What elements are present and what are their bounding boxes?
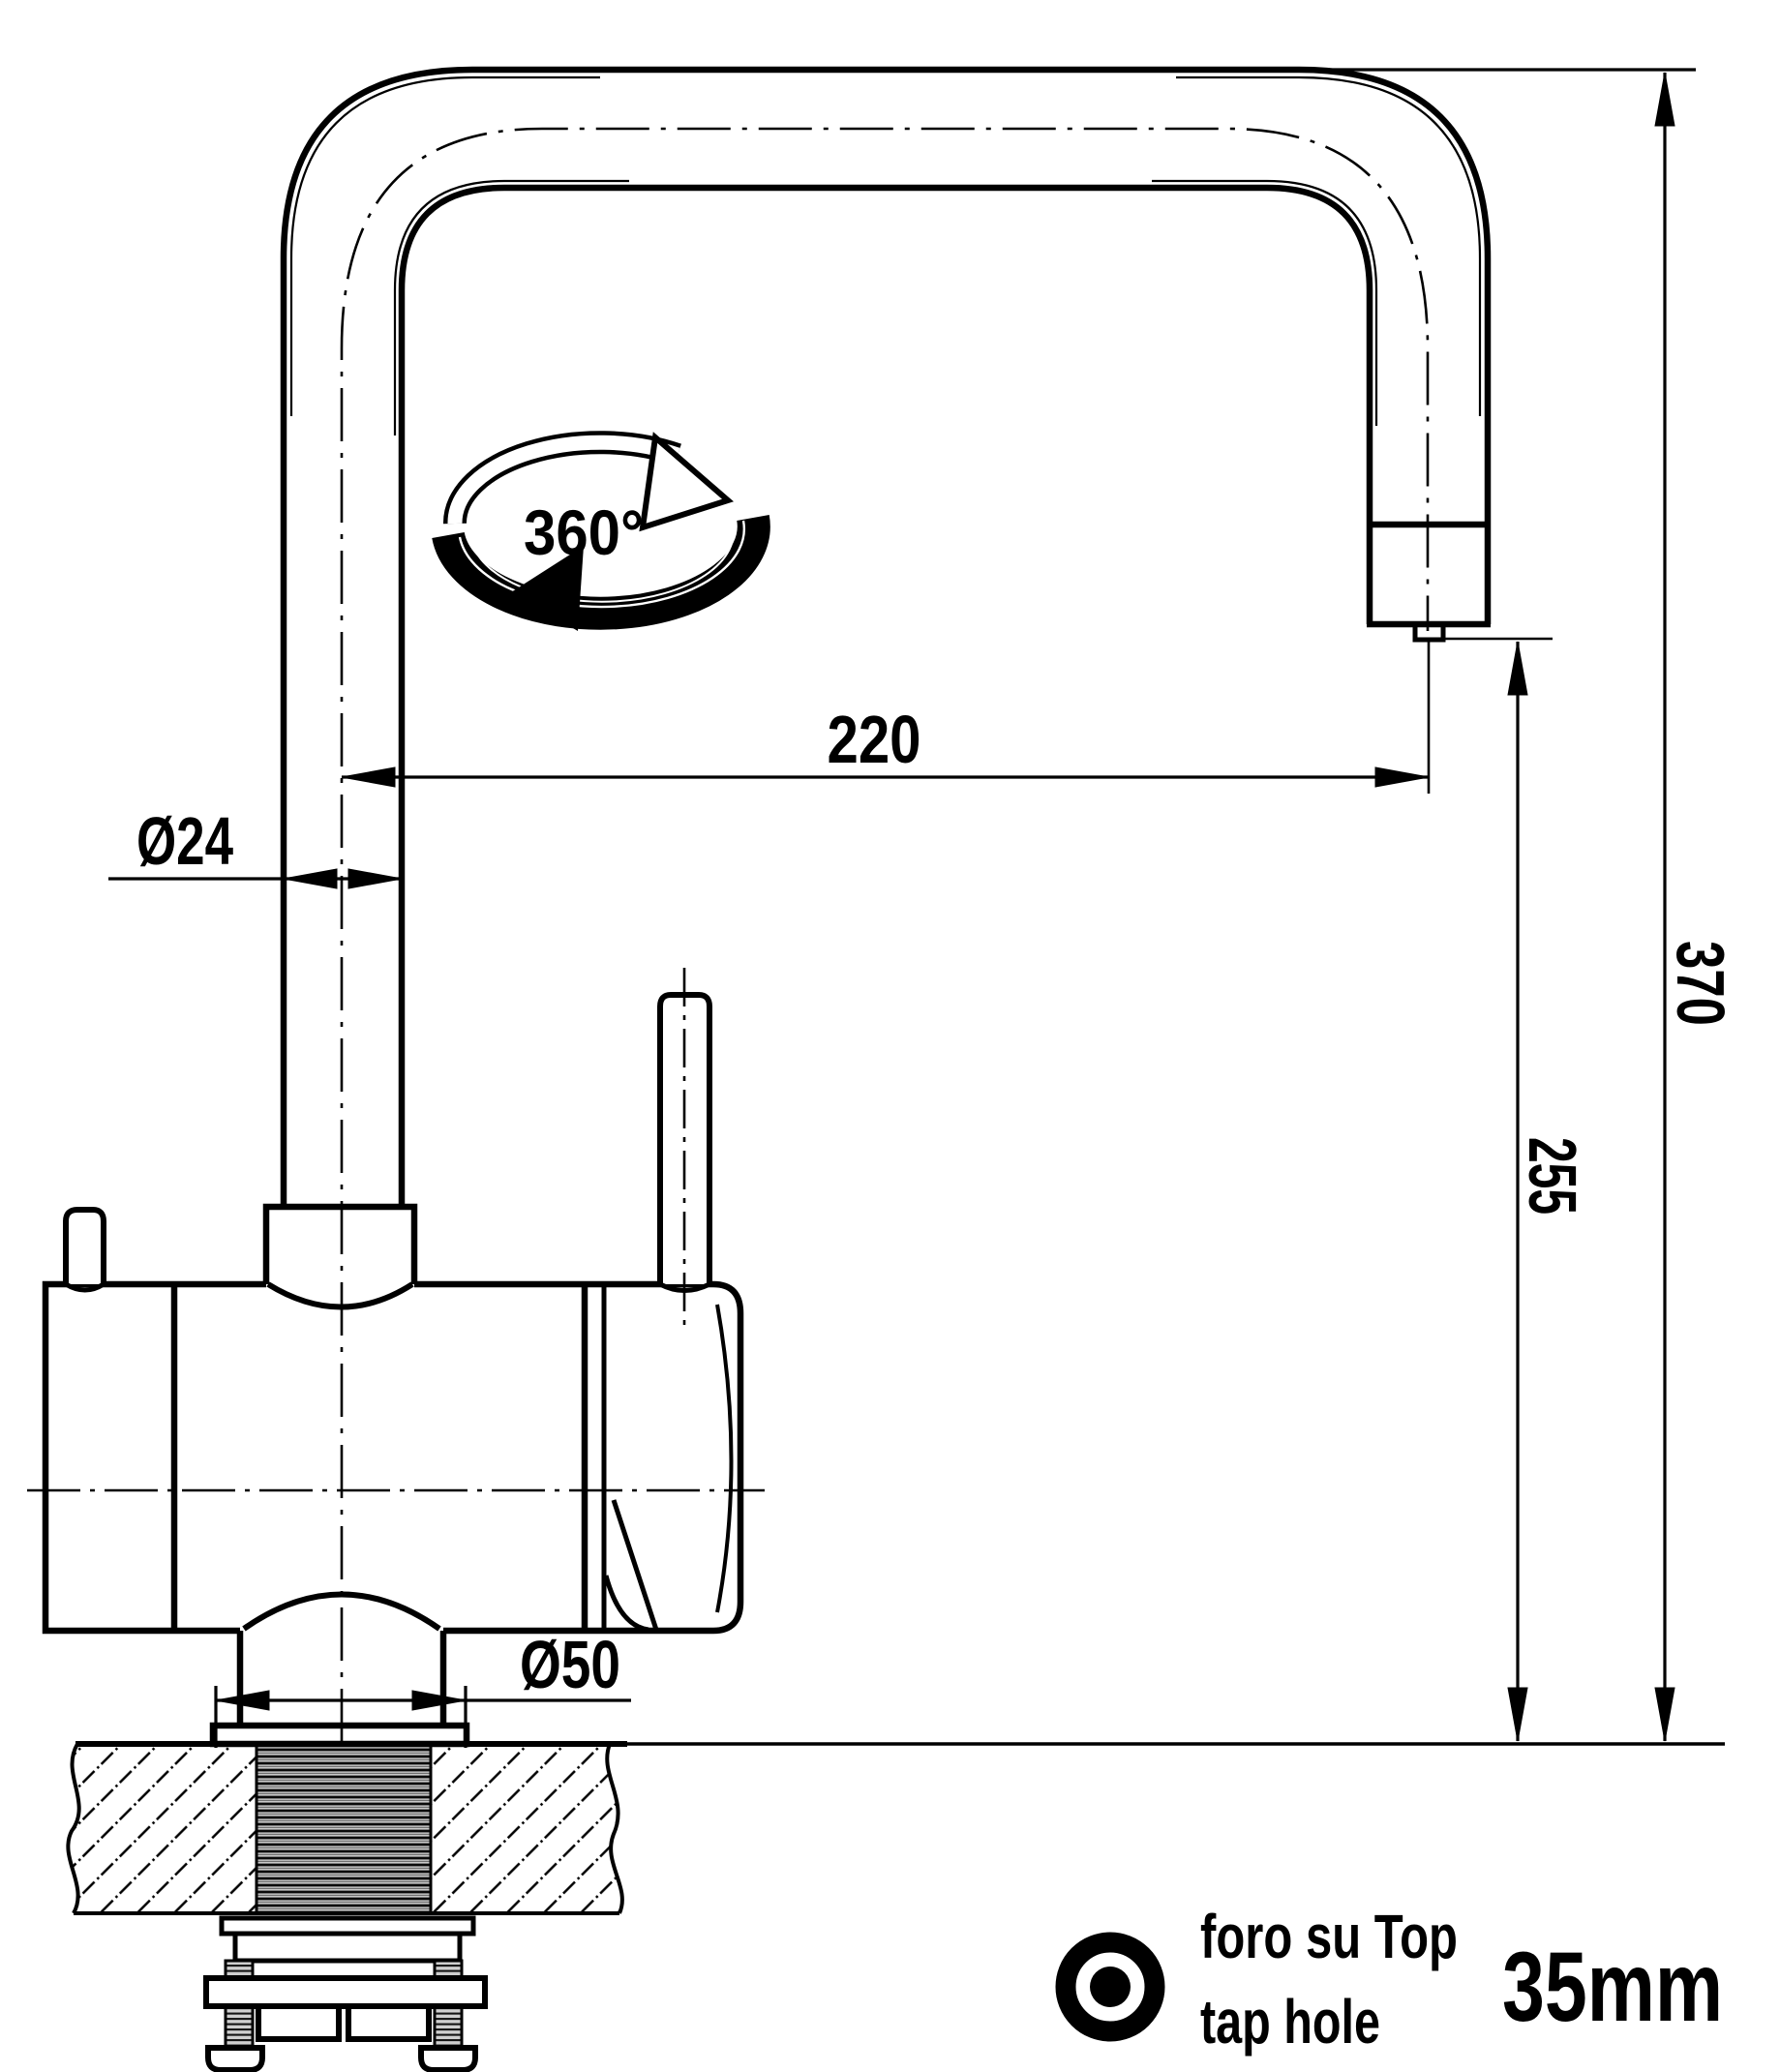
dimension-flange-diameter: Ø50 (214, 1627, 631, 1748)
tap-hole-legend: foro su Top tap hole 35mm (1055, 1902, 1723, 2057)
base-flange (209, 1722, 470, 1748)
arrowhead (1654, 72, 1675, 127)
cap-nut-right (418, 2045, 478, 2072)
rotation-angle-label: 360° (524, 496, 644, 568)
spout-inner-edge (398, 184, 1373, 1207)
dimension-spout-reach: 220 (341, 642, 1431, 794)
spout-centerline (340, 127, 1430, 1742)
side-pin (63, 1207, 106, 1284)
clamp-bar (203, 1975, 488, 2009)
bend-highlight-right-outer (1176, 75, 1482, 416)
rotation-band-streak2 (470, 523, 735, 603)
spout-outer-edge (280, 66, 1492, 1207)
mounting-hardware (203, 1915, 488, 2072)
connector-dome (266, 1281, 414, 1310)
arrowhead (341, 766, 396, 788)
label-d24: Ø24 (136, 803, 233, 879)
dimension-pipe-diameter: Ø24 (108, 803, 403, 889)
side-pin-socket (64, 1281, 106, 1293)
label-d50: Ø50 (520, 1627, 620, 1702)
cap-lever-arc (603, 1575, 649, 1633)
counter-break-edge-left (66, 1742, 81, 1914)
spacer-block-left (256, 2003, 342, 2042)
arrowhead (347, 868, 403, 889)
arrowhead (1654, 1687, 1675, 1742)
arrowhead (1374, 766, 1430, 788)
rotation-arrow-head-right (639, 432, 735, 532)
cap-lever-diagonal (611, 1499, 659, 1631)
rotation-symbol: 360° (432, 431, 770, 631)
tap-hole-icon (1055, 1932, 1165, 2042)
riser-connector (262, 1203, 418, 1284)
cap-end-arc (715, 1304, 734, 1613)
legend-hole-size: 35mm (1502, 1932, 1723, 2042)
washer-plate-2 (232, 1931, 463, 1964)
body-outline (42, 1280, 744, 1635)
faucet-spout (280, 66, 1492, 1742)
label-220: 220 (828, 702, 921, 777)
legend-line2: tap hole (1200, 1987, 1380, 2057)
arrowhead (283, 868, 338, 889)
bend-highlight-left-outer (289, 75, 600, 416)
rotation-band-streak1 (458, 520, 745, 609)
rotation-band-top-white (447, 435, 680, 525)
rotation-arrow-head-left (511, 546, 584, 631)
arrowhead (215, 1690, 270, 1711)
cap-nut-left (205, 2045, 265, 2072)
dimension-annotations: 220 Ø24 Ø50 255 (108, 68, 1738, 1748)
arrowhead (1507, 1687, 1528, 1742)
counter-break-edge-right (605, 1743, 624, 1914)
bend-highlight-left-inner (393, 179, 629, 435)
dimension-spout-height: 255 (1415, 637, 1590, 1742)
countertop-hatch-right (431, 1744, 622, 1913)
arrowhead (411, 1690, 467, 1711)
countertop-section (66, 1741, 1725, 1915)
faucet-body (27, 968, 765, 1748)
rotation-band-dark (432, 515, 770, 630)
label-255: 255 (1515, 1137, 1590, 1215)
spacer-block-right (346, 2003, 432, 2042)
bend-highlight-right-inner (1152, 179, 1378, 426)
tailpiece-thread-section (256, 1744, 431, 1913)
label-370: 370 (1663, 941, 1738, 1026)
countertop-hatch-left (68, 1744, 256, 1913)
tap-hole-icon-center (1090, 1967, 1131, 2007)
arrowhead (1507, 641, 1528, 696)
dimension-total-height: 370 (1299, 68, 1738, 1742)
legend-line1: foro su Top (1200, 1902, 1458, 1971)
